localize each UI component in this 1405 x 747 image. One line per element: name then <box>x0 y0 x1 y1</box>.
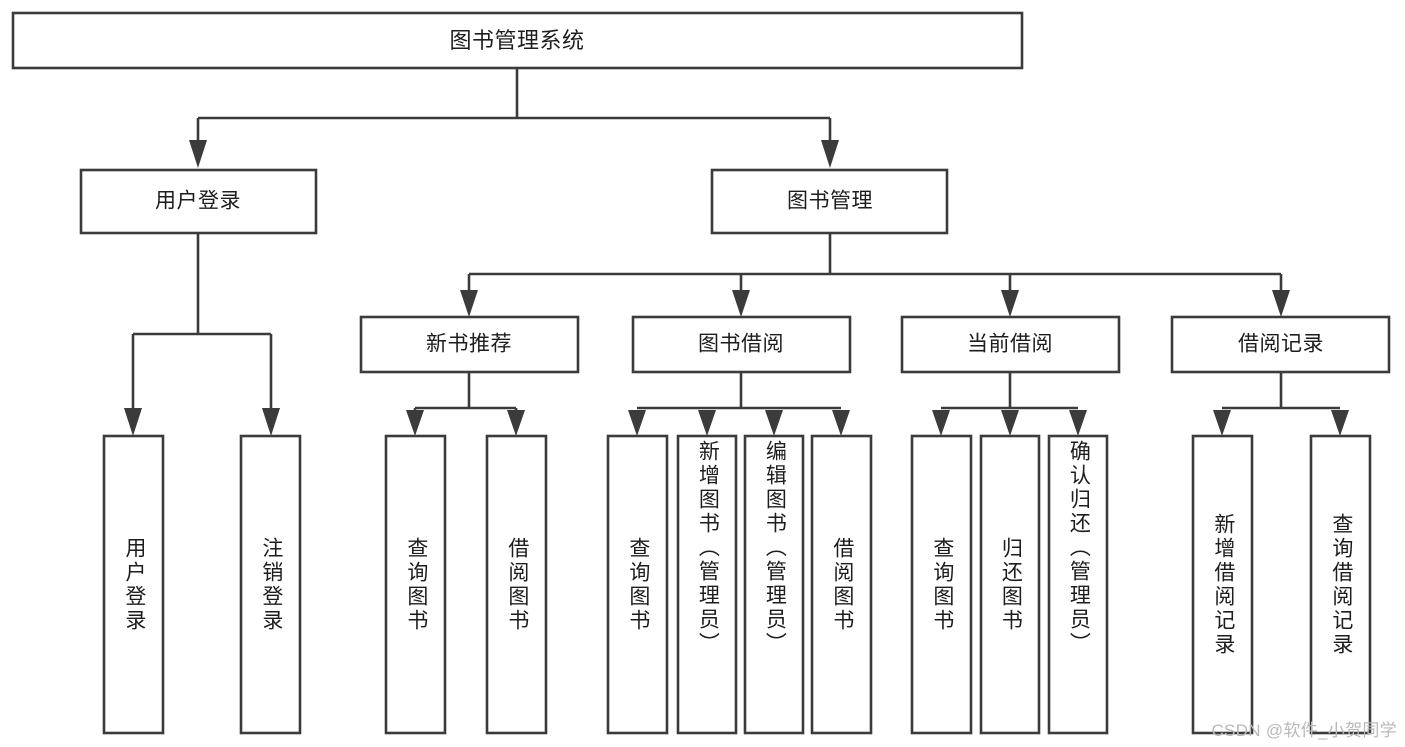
arrowhead-leaf-query-book-3 <box>932 410 950 436</box>
node-leaf-borrow-book-2-box[interactable] <box>810 434 873 735</box>
arrowhead-book-manage <box>821 140 839 168</box>
arrowhead-leaf-borrow-book-2 <box>832 410 850 436</box>
arrowhead-user-login <box>189 140 207 168</box>
node-book-borrow-box[interactable] <box>631 315 852 374</box>
node-user-login[interactable]: 用户登录 <box>79 168 318 235</box>
edges-layer <box>124 68 1349 436</box>
arrowhead-current-borrow <box>1001 290 1019 317</box>
arrowhead-leaf-return-book <box>1001 410 1019 436</box>
arrowhead-leaf-borrow-book-1 <box>507 410 525 436</box>
node-new-book-recommend[interactable]: 新书推荐 <box>359 315 580 374</box>
node-leaf-query-book-3-box[interactable] <box>910 434 973 735</box>
node-current-borrow-label: 当前借阅 <box>967 333 1053 356</box>
arrowhead-leaf-add-book <box>698 410 716 436</box>
node-new-book-recommend-label: 新书推荐 <box>426 333 512 356</box>
node-current-borrow-box[interactable] <box>900 315 1121 374</box>
node-new-book-recommend-box[interactable] <box>359 315 580 374</box>
node-leaf-edit-book-box[interactable] <box>743 434 805 735</box>
node-leaf-add-record-box[interactable] <box>1191 434 1254 735</box>
arrowhead-leaf-query-book-1 <box>406 410 424 436</box>
node-root-box[interactable] <box>11 11 1024 70</box>
node-book-manage[interactable]: 图书管理 <box>710 168 949 235</box>
node-borrow-record[interactable]: 借阅记录 <box>1170 315 1391 374</box>
arrowhead-leaf-user-login <box>124 408 142 436</box>
arrowhead-leaf-edit-book <box>765 410 783 436</box>
node-leaf-query-book-2-box[interactable] <box>606 434 669 735</box>
node-leaf-add-book-box[interactable] <box>676 434 738 735</box>
node-book-manage-box[interactable] <box>710 168 949 235</box>
arrowhead-leaf-logout <box>262 408 280 436</box>
node-borrow-record-box[interactable] <box>1170 315 1391 374</box>
arrowhead-leaf-add-record <box>1213 410 1231 436</box>
node-book-borrow[interactable]: 图书借阅 <box>631 315 852 374</box>
arrowhead-borrow-record <box>1272 290 1290 317</box>
node-leaf-query-record-box[interactable] <box>1309 434 1372 735</box>
node-book-borrow-label: 图书借阅 <box>698 333 784 356</box>
arrowhead-book-borrow <box>732 290 750 317</box>
arrowhead-leaf-query-record <box>1331 410 1349 436</box>
node-leaf-query-book-1-box[interactable] <box>384 434 447 735</box>
node-user-login-label: 用户登录 <box>155 190 241 213</box>
node-leaf-borrow-book-1-box[interactable] <box>485 434 548 735</box>
node-leaf-confirm-return-box[interactable] <box>1047 434 1109 735</box>
node-book-manage-label: 图书管理 <box>787 190 873 213</box>
node-root[interactable]: 图书管理系统 <box>11 11 1024 70</box>
node-root-label: 图书管理系统 <box>449 28 584 53</box>
node-current-borrow[interactable]: 当前借阅 <box>900 315 1121 374</box>
node-borrow-record-label: 借阅记录 <box>1238 333 1324 356</box>
arrowhead-new-book-recommend <box>460 290 478 317</box>
node-leaf-return-book-box[interactable] <box>979 434 1041 735</box>
watermark-text: CSDN @软件_小贺同学 <box>1211 721 1397 740</box>
node-leaf-logout-box[interactable] <box>239 434 302 735</box>
node-user-login-box[interactable] <box>79 168 318 235</box>
nodes-layer: 图书管理系统 用户登录 图书管理 新书推荐 图书借阅 当前 <box>11 11 1391 735</box>
arrowhead-leaf-query-book-2 <box>628 410 646 436</box>
node-leaf-user-login-box[interactable] <box>102 434 165 735</box>
arrowhead-leaf-confirm-return <box>1069 410 1087 436</box>
